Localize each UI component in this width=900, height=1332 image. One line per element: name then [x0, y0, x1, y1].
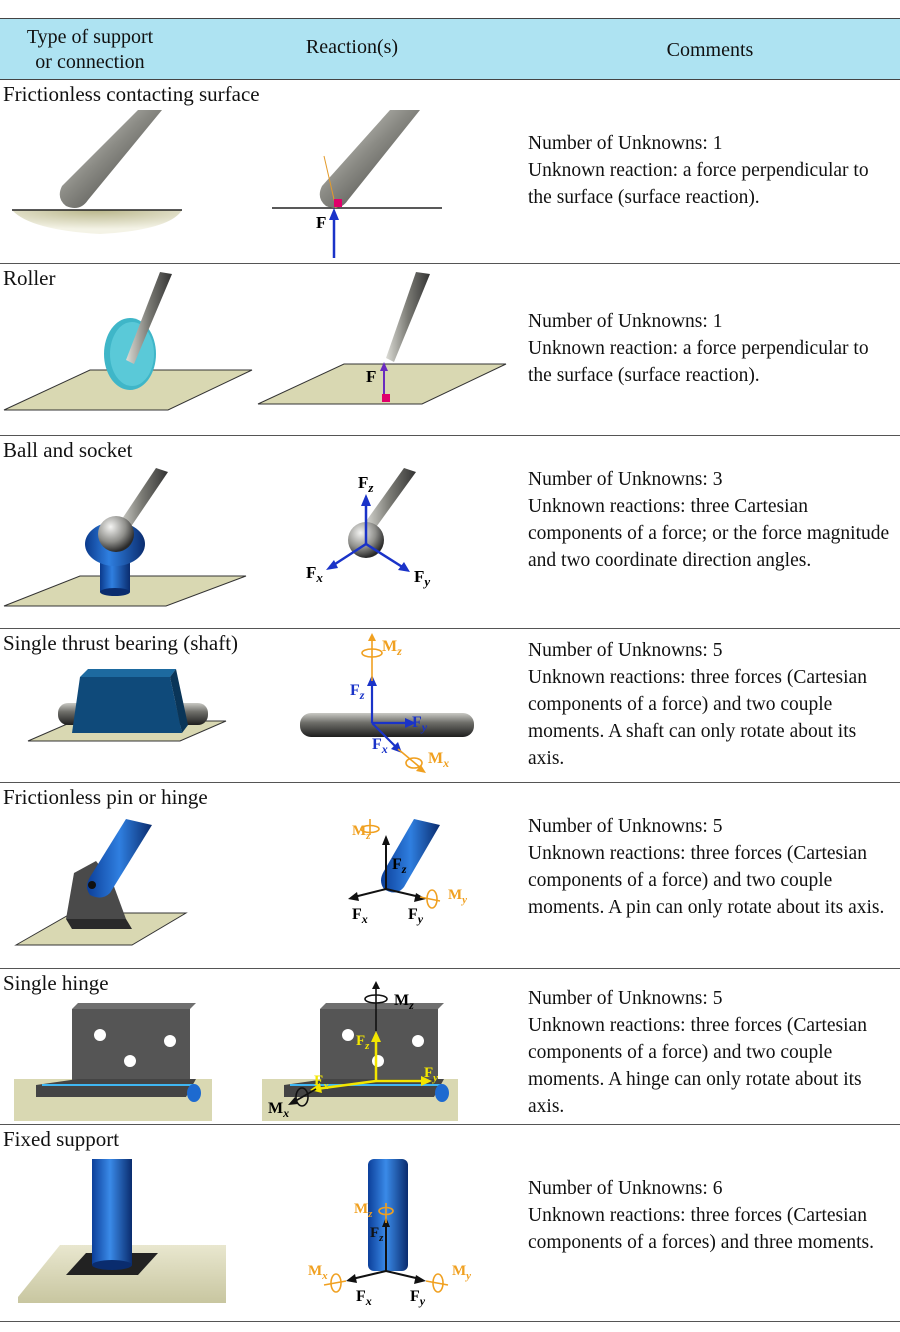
label-mz: Mz: [354, 1201, 373, 1220]
ground-plate: [3, 369, 253, 411]
label-mz: Mz: [382, 638, 402, 658]
unknowns-count: Number of Unknowns: 1: [528, 133, 723, 154]
label-mz: Mz: [352, 823, 371, 842]
label-my: My: [452, 1263, 471, 1282]
row-title: Roller: [3, 266, 56, 290]
header-support-type-line2: or connection: [35, 51, 145, 73]
label-fz: Fz: [358, 473, 374, 495]
label-mx: Mx: [428, 750, 449, 770]
label-mz: Mz: [394, 992, 414, 1012]
header-support-type-line1: Type of support: [26, 26, 154, 48]
header-reactions: Reaction(s): [305, 36, 399, 58]
label-fy: Fy: [412, 714, 428, 734]
rod: [59, 110, 162, 208]
row-title: Single thrust bearing (shaft): [3, 631, 239, 655]
unknowns-count: Number of Unknowns: 5: [528, 988, 723, 1009]
label-mx: Mx: [308, 1263, 328, 1282]
label-fy: Fy: [408, 906, 424, 926]
ground-plate-reaction: [257, 363, 507, 405]
figure-ball-and-socket: Fz Fx Fy: [3, 468, 430, 607]
fixed-column: [92, 1159, 132, 1265]
row-title: Frictionless contacting surface: [3, 82, 260, 106]
figure-thrust-bearing: Mz Fz Fy Fx Mx: [27, 633, 474, 773]
unknowns-description: Unknown reactions: three Cartesian compo…: [528, 496, 890, 571]
unknowns-count: Number of Unknowns: 5: [528, 640, 723, 661]
figure-roller: F: [3, 272, 507, 411]
comment: Number of Unknowns: 1 Unknown reaction: …: [528, 130, 896, 211]
unknowns-description: Unknown reaction: a force perpendicular …: [528, 160, 869, 208]
header-comments: Comments: [666, 38, 754, 61]
row-title: Ball and socket: [3, 438, 133, 462]
label-fx: Fx: [356, 1288, 372, 1308]
comment: Number of Unknowns: 5 Unknown reactions:…: [528, 637, 896, 772]
label-f: F: [366, 367, 376, 386]
unknowns-description: Unknown reaction: a force perpendicular …: [528, 338, 869, 386]
label-fy: Fy: [414, 567, 430, 589]
unknowns-description: Unknown reactions: three forces (Cartesi…: [528, 1205, 875, 1253]
unknowns-description: Unknown reactions: three forces (Cartesi…: [528, 1015, 867, 1117]
table-row-roller: Roller F Number of Unknowns: 1 Unknown r…: [0, 264, 900, 436]
figure-frictionless-surface: F: [12, 110, 442, 258]
rod-reaction: [364, 468, 416, 530]
rod-reaction: [386, 272, 430, 362]
pin-hole: [88, 881, 96, 889]
table-row-ball-and-socket: Ball and socket: [0, 436, 900, 629]
bearing-block: [72, 677, 182, 733]
rod: [116, 468, 168, 534]
table-row-pin-hinge: Frictionless pin or hinge M: [0, 783, 900, 969]
unknowns-count: Number of Unknowns: 1: [528, 311, 723, 332]
label-fy: Fy: [424, 1065, 438, 1084]
comment: Number of Unknowns: 5 Unknown reactions:…: [528, 985, 896, 1120]
comment: Number of Unknowns: 5 Unknown reactions:…: [528, 813, 896, 921]
figure-single-hinge: Mz Fz Fx Fy Mx: [14, 981, 458, 1121]
comment: Number of Unknowns: 6 Unknown reactions:…: [528, 1175, 896, 1256]
table-row-frictionless-surface: Frictionless contacting surface F Numb: [0, 80, 900, 264]
label-my: My: [448, 887, 467, 906]
comment: Number of Unknowns: 3 Unknown reactions:…: [528, 466, 896, 574]
label-fy: Fy: [410, 1288, 426, 1308]
unknowns-count: Number of Unknowns: 6: [528, 1178, 723, 1199]
ball: [98, 516, 134, 552]
label-fx: Fx: [352, 906, 368, 926]
comment: Number of Unknowns: 1 Unknown reaction: …: [528, 308, 896, 389]
row-title: Fixed support: [3, 1127, 120, 1151]
row-title: Frictionless pin or hinge: [3, 785, 208, 809]
row-title: Single hinge: [3, 971, 109, 995]
label-f: F: [316, 213, 326, 232]
rod-reaction: [319, 110, 420, 208]
header-support-type: Type of support or connection: [0, 19, 180, 81]
unknowns-count: Number of Unknowns: 5: [528, 816, 723, 837]
unknowns-count: Number of Unknowns: 3: [528, 469, 723, 490]
label-fz: Fz: [350, 682, 365, 702]
label-mx: Mx: [268, 1100, 289, 1120]
label-fx: Fx: [306, 563, 323, 585]
label-fx: Fx: [314, 1073, 329, 1092]
label-fz: Fz: [392, 856, 407, 876]
pin-member-reaction: [381, 819, 440, 893]
figure-pin-hinge: Mz Fz My Fx Fy: [14, 819, 467, 946]
shaft-reaction: [300, 713, 474, 737]
table-row-thrust-bearing: Single thrust bearing (shaft): [0, 629, 900, 783]
label-fz: Fz: [356, 1033, 370, 1052]
label-fx: Fx: [372, 736, 388, 756]
hinge-vertical-leaf: [72, 1009, 190, 1087]
hinge-base-leaf: [36, 1079, 196, 1097]
unknowns-description: Unknown reactions: three forces (Cartesi…: [528, 667, 867, 769]
table-header: Type of support or connection Reaction(s)…: [0, 18, 900, 80]
label-fz: Fz: [370, 1225, 384, 1244]
unknowns-description: Unknown reactions: three forces (Cartesi…: [528, 843, 885, 918]
ground-surface: [12, 210, 182, 234]
contact-marker: [334, 199, 342, 207]
rod: [126, 272, 172, 364]
figure-fixed-support: Mz Fz Mx My Fx Fy: [18, 1159, 471, 1308]
table-row-fixed-support: Fixed support: [0, 1125, 900, 1322]
table-row-single-hinge: Single hinge: [0, 969, 900, 1125]
pin-member: [87, 819, 152, 898]
contact-marker: [382, 394, 390, 402]
